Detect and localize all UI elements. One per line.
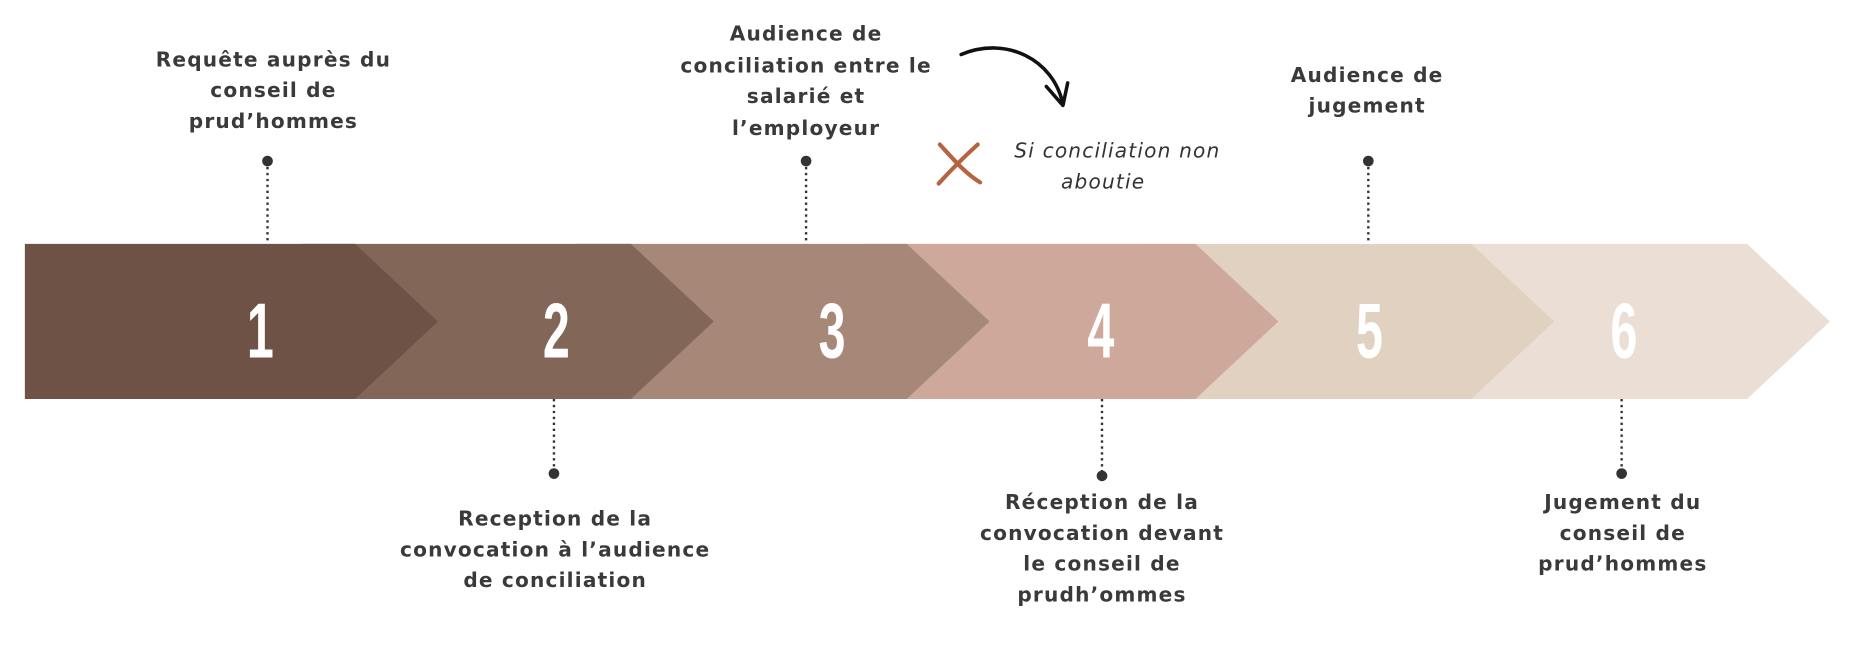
- step-chevron-1: [24, 243, 438, 399]
- step-chevron-3: [576, 243, 990, 399]
- step-number-3: 3: [819, 287, 846, 375]
- connectors: [266, 161, 1623, 476]
- step-number-6: 6: [1611, 287, 1638, 375]
- cross-icon: [936, 142, 983, 186]
- step-chevron-5: [1143, 243, 1555, 399]
- step-chevron-6: [1418, 243, 1830, 399]
- step-number-4: 4: [1087, 287, 1114, 375]
- step-number-5: 5: [1356, 287, 1383, 375]
- step-chevron-4: [866, 243, 1279, 399]
- curved-arrow-icon: [959, 46, 1070, 108]
- connector-dots: [262, 155, 1627, 482]
- step-chevron-2: [301, 243, 714, 399]
- step-number-2: 2: [543, 287, 570, 375]
- step-number-1: 1: [247, 287, 274, 375]
